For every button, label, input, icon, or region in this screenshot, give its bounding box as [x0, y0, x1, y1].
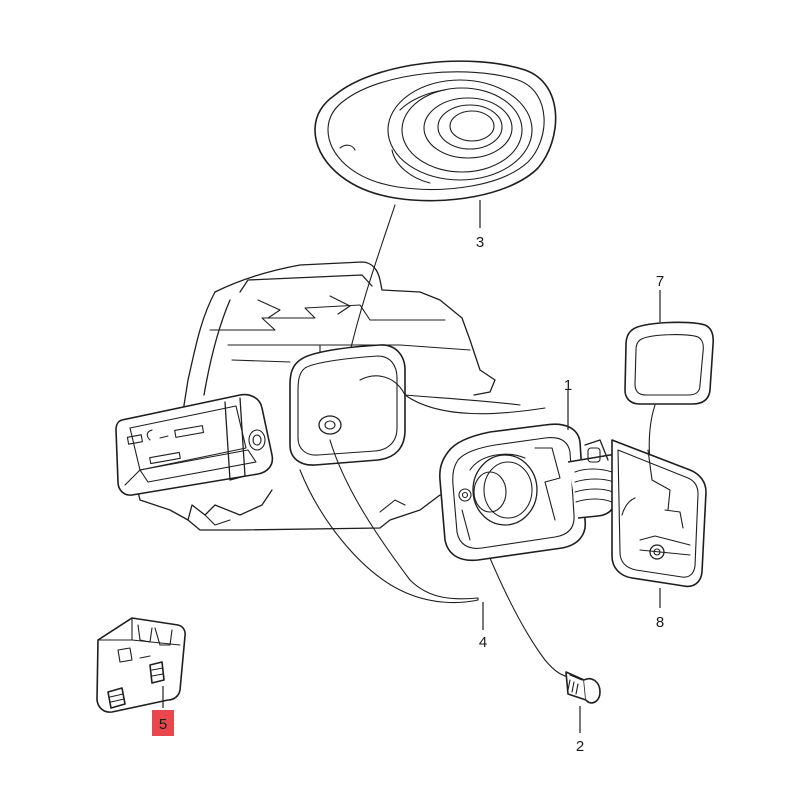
- part-8-fuel-flap: [611, 439, 707, 588]
- part-5-actuator-clip: [96, 617, 186, 713]
- part-3-seal: [314, 60, 557, 202]
- body-panel: [115, 261, 521, 531]
- label-part-3: 3: [476, 234, 484, 251]
- label-part-8: 8: [656, 614, 664, 631]
- label-part-2: 2: [576, 738, 584, 755]
- label-part-4: 4: [479, 634, 487, 651]
- highlight-box-part-5: [152, 710, 174, 736]
- label-part-1: 1: [564, 377, 572, 394]
- label-part-7: 7: [656, 273, 664, 290]
- guide-line-4: [329, 439, 479, 601]
- part-7-gasket: [624, 321, 715, 405]
- part-2-screw: [565, 671, 601, 704]
- label-part-5: 5: [159, 716, 167, 733]
- guide-line-7: [648, 404, 656, 461]
- part-1-filler-housing: [439, 423, 622, 562]
